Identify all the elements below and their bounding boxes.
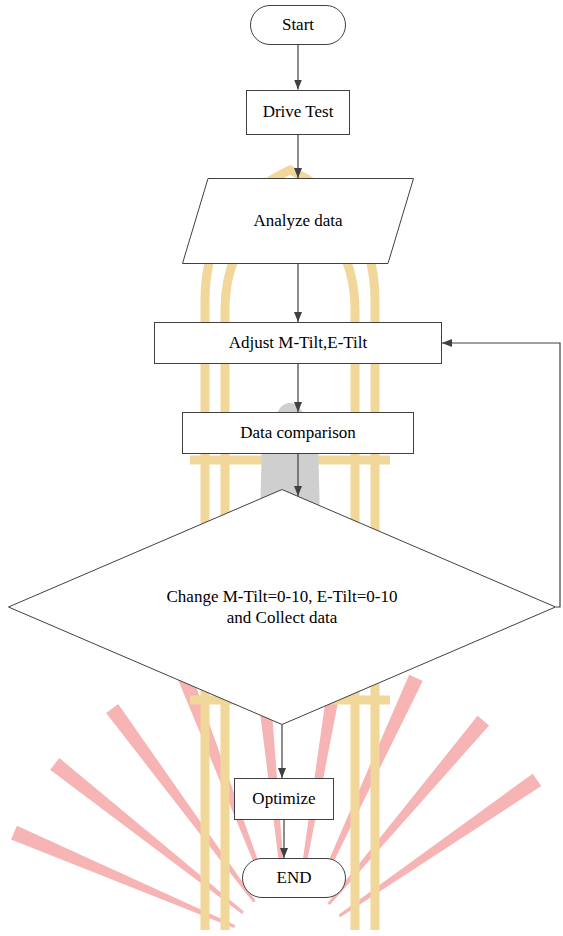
process-box: Drive Test — [246, 90, 350, 135]
data-parallelogram: Analyze data — [182, 178, 414, 264]
decision-diamond: Change M-Tilt=0-10, E-Tilt=0-10 and Coll… — [8, 489, 556, 725]
watermark-ray — [339, 774, 542, 918]
process-box: Adjust M-Tilt,E-Tilt — [154, 322, 442, 364]
flow-arrow — [297, 264, 298, 322]
watermark-ray — [50, 758, 244, 914]
node-text: Data comparison — [240, 422, 356, 443]
flow-arrow — [283, 820, 284, 858]
node-text: END — [277, 867, 312, 888]
diamond-outline — [8, 489, 556, 725]
start-terminator: Start — [250, 5, 346, 45]
flow-arrow — [297, 45, 298, 90]
node-text: Optimize — [252, 788, 315, 809]
node-text: Change M-Tilt=0-10, E-Tilt=0-10 and Coll… — [166, 586, 398, 629]
node-text: Drive Test — [263, 101, 334, 122]
flow-arrow — [297, 364, 298, 412]
end-terminator: END — [242, 858, 346, 898]
flow-arrow — [281, 725, 282, 778]
flow-arrow — [297, 454, 298, 496]
process-box: Optimize — [234, 778, 334, 820]
node-text: Adjust M-Tilt,E-Tilt — [229, 332, 368, 353]
flow-arrow — [297, 135, 298, 179]
node-text: Start — [282, 14, 314, 35]
node-text: Analyze data — [253, 210, 342, 231]
process-box: Data comparison — [182, 412, 414, 454]
